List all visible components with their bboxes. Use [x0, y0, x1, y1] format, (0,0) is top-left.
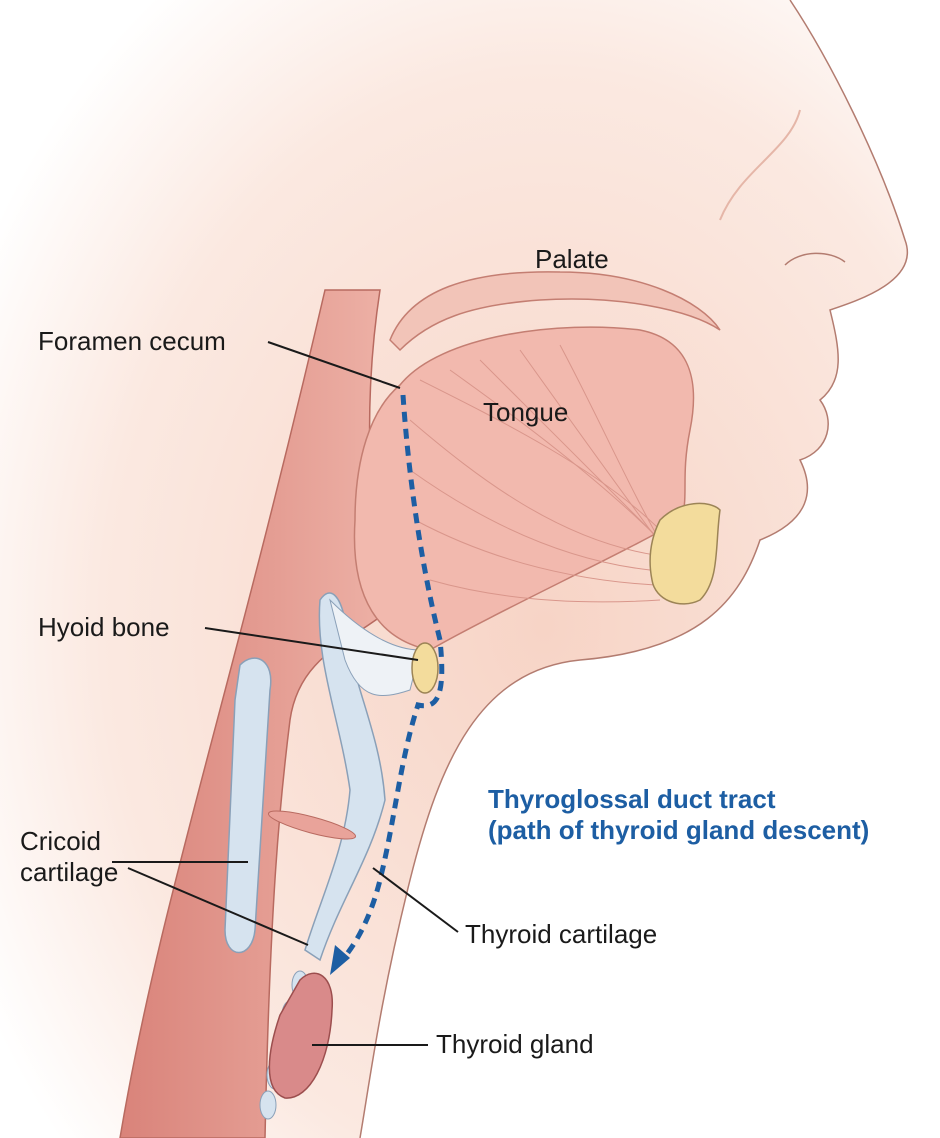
label-cricoid-line1: Cricoid [20, 826, 101, 856]
label-duct-tract: Thyroglossal duct tract (path of thyroid… [488, 784, 869, 846]
mandible-bone [649, 502, 721, 605]
label-tongue: Tongue [483, 397, 569, 427]
label-duct-tract-line2: (path of thyroid gland descent) [488, 815, 870, 846]
label-duct-tract-line1: Thyroglossal duct tract [488, 784, 776, 814]
label-cricoid-line2: cartilage [20, 857, 119, 888]
duct-arrowhead-icon [330, 945, 350, 975]
thyroglossal-duct-path [340, 394, 445, 962]
label-thyroid-cartilage: Thyroid cartilage [465, 919, 658, 949]
vocal-fold [267, 810, 357, 840]
label-foramen-cecum: Foramen cecum [38, 326, 226, 356]
face-profile [359, 0, 908, 1138]
label-thyroid-gland: Thyroid gland [436, 1029, 594, 1059]
leader-lines [112, 341, 459, 1046]
label-palate: Palate [535, 244, 609, 274]
label-cricoid-cartilage: Cricoid cartilage [20, 826, 118, 888]
thyroid-gland-shape [268, 972, 333, 1099]
nostril [784, 252, 846, 266]
eye-brow-line [719, 109, 801, 221]
palate-shape [389, 271, 721, 352]
cricoid-cartilage-shape [224, 657, 272, 954]
hyoid-bone-shape [411, 642, 439, 694]
label-hyoid-bone: Hyoid bone [38, 612, 170, 642]
tongue-muscle-fibers [409, 344, 669, 603]
